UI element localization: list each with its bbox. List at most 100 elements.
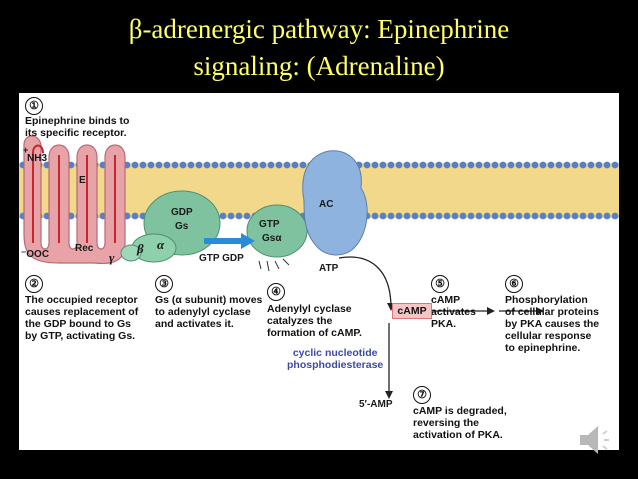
phospholipid-head [483,212,491,220]
step-5-marker: ⑤ [431,275,449,293]
slide-title-line-1: β-adrenergic pathway: Epinephrine [128,14,510,44]
phospholipid-head [411,161,419,169]
phospholipid-head [499,161,507,169]
phospholipid-head [283,161,291,169]
phospholipid-head [475,161,483,169]
phospholipid-head [411,212,419,220]
phospholipid-head [395,212,403,220]
step-5-text: cAMP activates PKA. [431,294,476,330]
epinephrine-label: E [79,175,86,186]
phospholipid-head [467,161,475,169]
diagram-panel: ① Epinephrine binds to its specific rece… [19,93,619,450]
phospholipid-head [227,161,235,169]
phospholipid-head [219,161,227,169]
phospholipid-head [235,161,243,169]
phospholipid-head [419,212,427,220]
adenylyl-cyclase [302,150,368,256]
phospholipid-head [467,212,475,220]
gdp-label: GDP [171,207,193,218]
phospholipid-head [603,161,611,169]
phospholipid-head [571,212,579,220]
phospholipid-head [595,161,603,169]
phospholipid-head [219,212,227,220]
step-4-text: Adenylyl cyclase catalyzes the formation… [267,303,362,339]
phospholipid-head [475,212,483,220]
phospholipid-head [523,161,531,169]
phospholipid-head [419,161,427,169]
step-1-text: Epinephrine binds to its specific recept… [25,115,130,139]
phospholipid-head [291,161,299,169]
phospholipid-head [579,212,587,220]
beta-adrenergic-receptor [23,135,126,265]
phospholipid-head [531,161,539,169]
phospholipid-head [531,212,539,220]
phosphodiesterase-label: cyclic nucleotide phosphodiesterase [287,347,384,371]
speaker-icon[interactable] [576,420,616,460]
g-protein-heterotrimer [120,190,221,263]
phospholipid-head [387,161,395,169]
ooc-label: ⁻OOC [21,249,50,260]
phospholipid-head [451,212,459,220]
phospholipid-head [459,161,467,169]
step-1-marker: ① [25,97,43,115]
phospholipid-head [435,212,443,220]
phospholipid-head [139,161,147,169]
phospholipid-head [587,161,595,169]
phospholipid-head [371,161,379,169]
step-3-text: Gs (α subunit) moves to adenylyl cyclase… [155,294,263,330]
phospholipid-head [571,161,579,169]
phospholipid-head [483,161,491,169]
phospholipid-head [187,161,195,169]
phospholipid-head [227,212,235,220]
phospholipid-head [555,212,563,220]
phospholipid-head [163,161,171,169]
phospholipid-head [171,161,179,169]
gamma-label: γ [109,250,115,265]
phospholipid-head [507,212,515,220]
phospholipid-head [587,212,595,220]
phospholipid-head [579,161,587,169]
phospholipid-head [387,212,395,220]
camp-box: cAMP [392,303,432,319]
alpha-label: α [157,237,165,252]
phospholipid-head [403,161,411,169]
gs-move-arrow [204,233,255,249]
phospholipid-head [507,161,515,169]
phospholipid-head [299,161,307,169]
phospholipid-head [443,161,451,169]
phospholipid-head [243,161,251,169]
phospholipid-head [155,161,163,169]
phospholipid-head [267,161,275,169]
step-7-text: cAMP is degraded, reversing the activati… [413,405,507,441]
phospholipid-head [379,161,387,169]
phospholipid-head [195,161,203,169]
phospholipid-head [427,161,435,169]
phospholipid-head [427,212,435,220]
beta-label: β [137,241,144,256]
atp-label: ATP [319,263,339,274]
gtp-gdp-label: GTP GDP [199,253,244,264]
nh3-label: NH3 [27,153,48,164]
phospholipid-head [547,161,555,169]
phospholipid-head [203,161,211,169]
phospholipid-head [539,212,547,220]
phospholipid-head [611,212,619,220]
phospholipid-head [147,161,155,169]
phospholipid-head [555,161,563,169]
phospholipid-head [235,212,243,220]
phospholipid-head [523,212,531,220]
phospholipid-head [403,212,411,220]
receptor-label: Rec [75,243,94,254]
gs-alpha-label: Gsα [262,233,282,244]
phospholipid-head [363,161,371,169]
phospholipid-head [211,161,219,169]
five-amp-label: 5′-AMP [359,399,393,410]
step-6-text: Phosphorylation of cellular proteins by … [505,294,600,354]
step-7-marker: ⑦ [413,386,431,404]
gs-alpha-active [246,204,308,258]
phospholipid-head [491,212,499,220]
phospholipid-head [371,212,379,220]
phospholipid-head [539,161,547,169]
phospholipid-head [515,161,523,169]
phospholipid-head [611,161,619,169]
